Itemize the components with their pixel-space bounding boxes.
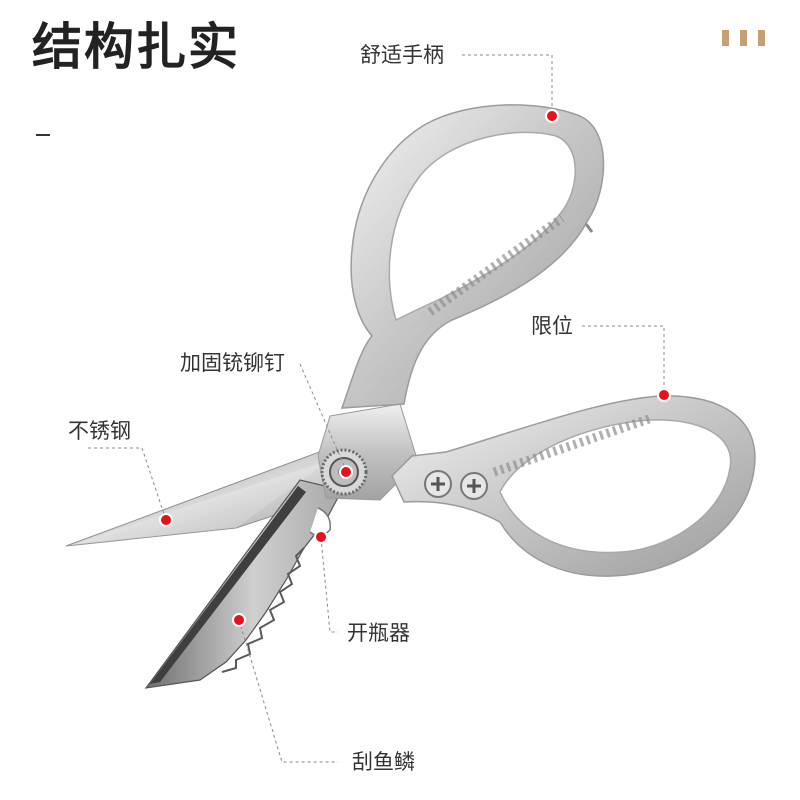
callout-dot-bottle-opener bbox=[314, 530, 328, 544]
lower-handle bbox=[391, 395, 756, 577]
callout-dot-limit-stop bbox=[657, 388, 671, 402]
callout-dot-comfort-handle bbox=[545, 109, 559, 123]
title-underline bbox=[36, 134, 50, 136]
serration-teeth bbox=[221, 547, 305, 673]
callout-dot-rivet bbox=[339, 465, 353, 479]
label-bottle-opener: 开瓶器 bbox=[347, 621, 410, 645]
label-stainless-steel: 不锈钢 bbox=[68, 419, 131, 443]
leader-lines bbox=[88, 54, 665, 763]
callout-dot-stainless-steel bbox=[159, 513, 173, 527]
page-title: 结构扎实 bbox=[32, 18, 240, 76]
label-comfort-handle: 舒适手柄 bbox=[360, 43, 444, 67]
upper-handle bbox=[340, 104, 605, 409]
label-rivet: 加固铳铆钉 bbox=[180, 351, 285, 375]
label-limit-stop: 限位 bbox=[531, 314, 573, 338]
decorative-bars-icon bbox=[722, 30, 766, 46]
label-fish-scaler: 刮鱼鳞 bbox=[352, 750, 415, 774]
callout-dots bbox=[159, 109, 671, 627]
callout-dot-fish-scaler bbox=[232, 613, 246, 627]
